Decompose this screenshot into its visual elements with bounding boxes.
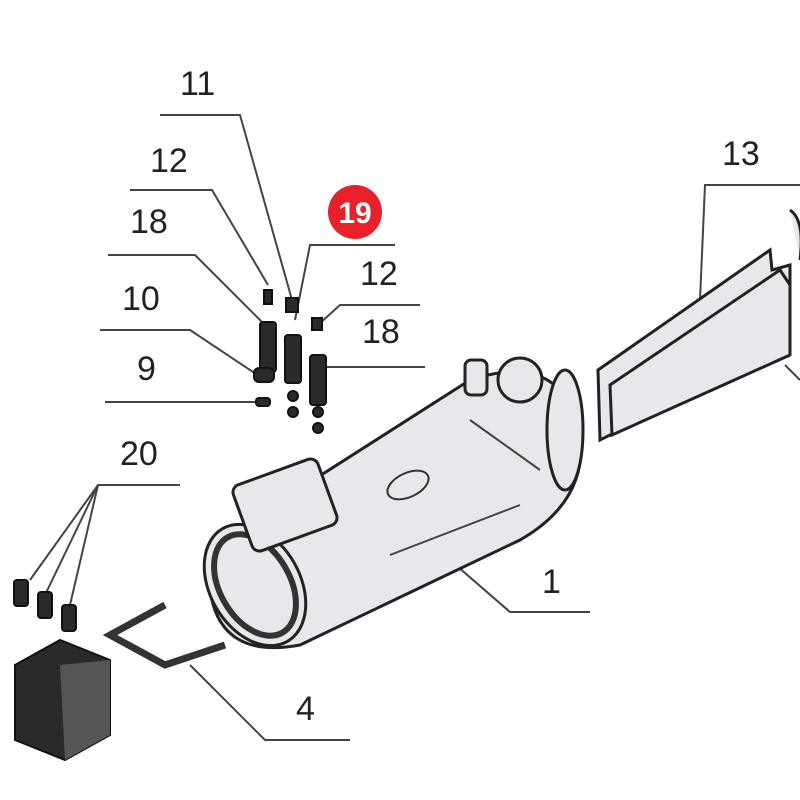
callout-18: 18 [130, 203, 168, 241]
callout-20: 20 [120, 435, 158, 473]
callout-19: 19 [338, 197, 371, 230]
gasket-part-13 [596, 208, 800, 443]
bracket-part-4 [102, 601, 227, 669]
callout-4: 4 [296, 690, 315, 728]
highlight-badge-19: 19 [328, 185, 382, 239]
main-body-part-1 [202, 356, 585, 650]
parts-20 [13, 579, 111, 762]
callout-18-right: 18 [362, 313, 400, 351]
leader-lines [29, 114, 800, 741]
sensor-parts [253, 289, 327, 434]
callout-9: 9 [137, 350, 156, 388]
callout-1: 1 [542, 563, 561, 601]
callout-11: 11 [180, 65, 215, 103]
callout-10: 10 [122, 280, 160, 318]
callout-13: 13 [722, 135, 760, 173]
callout-12: 12 [150, 142, 188, 180]
callout-12-right: 12 [360, 255, 398, 293]
